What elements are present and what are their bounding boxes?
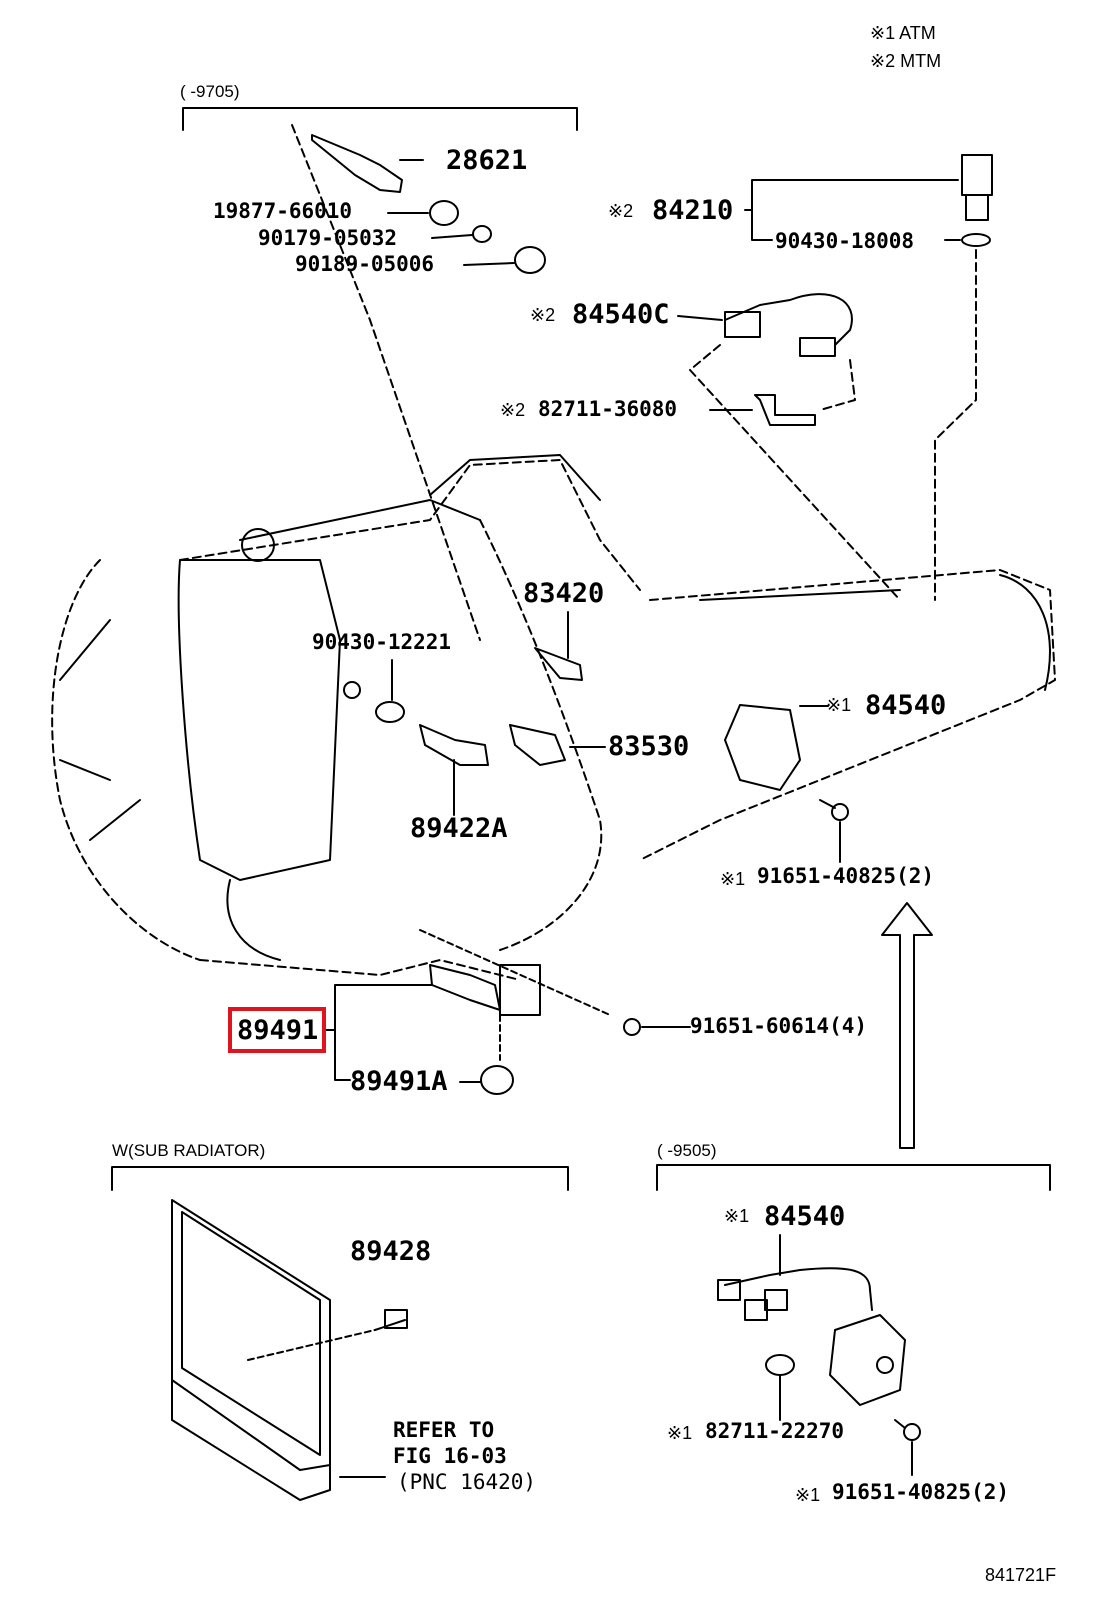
mark-82711-36080: ※2	[500, 400, 526, 420]
part-82711-22270[interactable]: 82711-22270	[705, 1419, 845, 1443]
mark-91651-40825-bottom: ※1	[795, 1485, 821, 1505]
part-89491a[interactable]: 89491A	[350, 1066, 448, 1097]
engine-solid-lines	[59, 454, 1051, 961]
refer-line-3: (PNC 16420)	[397, 1470, 537, 1494]
engine-transmission	[51, 459, 1056, 981]
mark-84540c: ※2	[530, 305, 556, 325]
range-bottom-right: ( -9505)	[657, 1141, 717, 1160]
legend-mtm: ※2 MTM	[870, 51, 942, 71]
part-90430-12221[interactable]: 90430-12221	[312, 630, 452, 654]
refer-line-1: REFER TO	[393, 1418, 495, 1442]
part-90430-18008[interactable]: 90430-18008	[775, 229, 915, 253]
part-89422a[interactable]: 89422A	[410, 813, 508, 844]
part-82711-36080[interactable]: 82711-36080	[538, 397, 678, 421]
legend-atm: ※1 ATM	[870, 23, 936, 43]
part-84540c[interactable]: 84540C	[572, 299, 670, 330]
range-brackets	[111, 107, 1051, 1191]
part-89428[interactable]: 89428	[350, 1236, 432, 1267]
mark-84210: ※2	[608, 201, 634, 221]
part-sketches	[291, 124, 993, 1476]
part-89491[interactable]: 89491	[237, 1015, 319, 1046]
refer-line-2[interactable]: FIG 16-03	[393, 1444, 507, 1468]
part-91651-60614[interactable]: 91651-60614(4)	[690, 1014, 868, 1038]
mark-82711-22270: ※1	[667, 1423, 693, 1443]
part-19877-66010[interactable]: 19877-66010	[213, 199, 353, 223]
part-84540-top[interactable]: 84540	[865, 690, 947, 721]
part-91651-40825-bottom[interactable]: 91651-40825(2)	[832, 1480, 1010, 1504]
highlight-box-89491	[228, 1007, 326, 1053]
part-84540-bottom[interactable]: 84540	[764, 1201, 846, 1232]
part-90179-05032[interactable]: 90179-05032	[258, 226, 398, 250]
mark-84540-bottom: ※1	[724, 1206, 750, 1226]
figure-id: 841721F	[985, 1565, 1057, 1585]
part-83420[interactable]: 83420	[523, 578, 605, 609]
part-84210[interactable]: 84210	[652, 195, 734, 226]
range-top: ( -9705)	[180, 82, 240, 101]
part-91651-40825-top[interactable]: 91651-40825(2)	[757, 864, 935, 888]
part-90189-05006[interactable]: 90189-05006	[295, 252, 435, 276]
mark-84540-top: ※1	[826, 695, 852, 715]
range-sub-radiator: W(SUB RADIATOR)	[112, 1141, 266, 1160]
sub-radiator	[171, 1199, 408, 1501]
mark-91651-40825-top: ※1	[720, 869, 746, 889]
part-83530[interactable]: 83530	[608, 731, 690, 762]
part-28621[interactable]: 28621	[446, 145, 528, 176]
